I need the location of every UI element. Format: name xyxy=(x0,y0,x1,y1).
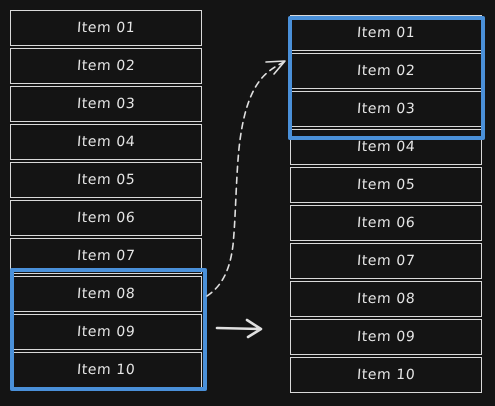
source-item-label: Item 09 xyxy=(76,324,136,340)
source-item-10: Item 10 xyxy=(10,352,202,388)
target-item-label: Item 05 xyxy=(356,177,416,193)
target-item-label: Item 04 xyxy=(356,139,416,155)
target-item-03: Item 03 xyxy=(290,91,482,127)
source-item-07: Item 07 xyxy=(10,238,202,274)
target-item-label: Item 02 xyxy=(356,63,416,79)
source-item-06: Item 06 xyxy=(10,200,202,236)
target-item-04: Item 04 xyxy=(290,129,482,165)
source-item-05: Item 05 xyxy=(10,162,202,198)
source-item-02: Item 02 xyxy=(10,48,202,84)
target-item-09: Item 09 xyxy=(290,319,482,355)
target-item-label: Item 08 xyxy=(356,291,416,307)
target-item-label: Item 06 xyxy=(356,215,416,231)
source-item-label: Item 03 xyxy=(76,96,136,112)
target-item-label: Item 09 xyxy=(356,329,416,345)
target-item-02: Item 02 xyxy=(290,53,482,89)
target-item-label: Item 10 xyxy=(356,367,416,383)
source-item-label: Item 07 xyxy=(76,248,136,264)
source-item-label: Item 10 xyxy=(76,362,136,378)
source-item-label: Item 05 xyxy=(76,172,136,188)
source-item-label: Item 06 xyxy=(76,210,136,226)
target-item-07: Item 07 xyxy=(290,243,482,279)
target-item-06: Item 06 xyxy=(290,205,482,241)
source-item-03: Item 03 xyxy=(10,86,202,122)
source-item-label: Item 02 xyxy=(76,58,136,74)
dashed-arrow-head-icon xyxy=(265,60,286,75)
target-item-label: Item 07 xyxy=(356,253,416,269)
source-item-08: Item 08 xyxy=(10,276,202,312)
target-item-05: Item 05 xyxy=(290,167,482,203)
source-item-09: Item 09 xyxy=(10,314,202,350)
right-arrow-icon xyxy=(215,318,263,339)
source-item-label: Item 01 xyxy=(76,20,136,36)
dashed-move-arrow xyxy=(206,61,285,297)
target-item-01: Item 01 xyxy=(290,15,482,51)
source-item-label: Item 08 xyxy=(76,286,136,302)
target-item-label: Item 03 xyxy=(356,101,416,117)
target-item-10: Item 10 xyxy=(290,357,482,393)
source-item-01: Item 01 xyxy=(10,10,202,46)
source-item-label: Item 04 xyxy=(76,134,136,150)
target-item-label: Item 01 xyxy=(356,25,416,41)
target-item-08: Item 08 xyxy=(290,281,482,317)
source-item-04: Item 04 xyxy=(10,124,202,160)
